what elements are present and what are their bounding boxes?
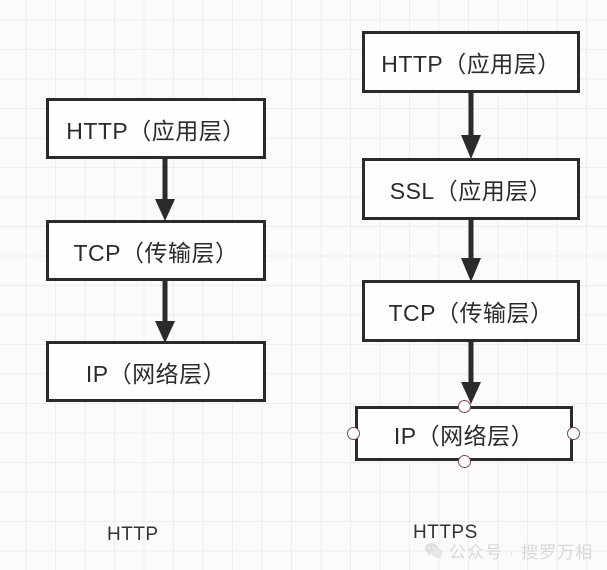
caption-https: HTTPS (413, 522, 478, 543)
selection-handle-left[interactable] (347, 427, 360, 440)
arrow-http-app-to-ssl-right (461, 91, 481, 159)
selection-handle-right[interactable] (567, 427, 580, 440)
watermark: 公众号 · 搜罗万相 (424, 538, 593, 563)
node-ssl-app-right[interactable]: SSL（应用层） (362, 158, 580, 220)
arrow-http-app-to-tcp-left (155, 157, 175, 221)
watermark-text: 公众号 · 搜罗万相 (449, 543, 594, 562)
caption-http: HTTP (107, 524, 159, 545)
node-ip-network-right[interactable]: IP（网络层） (355, 406, 573, 461)
node-tcp-transport-right[interactable]: TCP（传输层） (362, 280, 580, 342)
selection-handle-top[interactable] (458, 400, 471, 413)
wechat-icon (424, 542, 443, 559)
node-http-app-right[interactable]: HTTP（应用层） (362, 31, 580, 93)
arrow-ssl-to-tcp-right (461, 218, 481, 282)
selection-handle-bottom[interactable] (458, 455, 471, 468)
arrow-tcp-to-ip-right (461, 340, 481, 404)
arrow-tcp-to-ip-left (155, 279, 175, 343)
node-tcp-transport-left[interactable]: TCP（传输层） (46, 220, 266, 281)
node-ip-network-left[interactable]: IP（网络层） (46, 341, 266, 402)
node-http-app-left[interactable]: HTTP（应用层） (46, 98, 266, 159)
